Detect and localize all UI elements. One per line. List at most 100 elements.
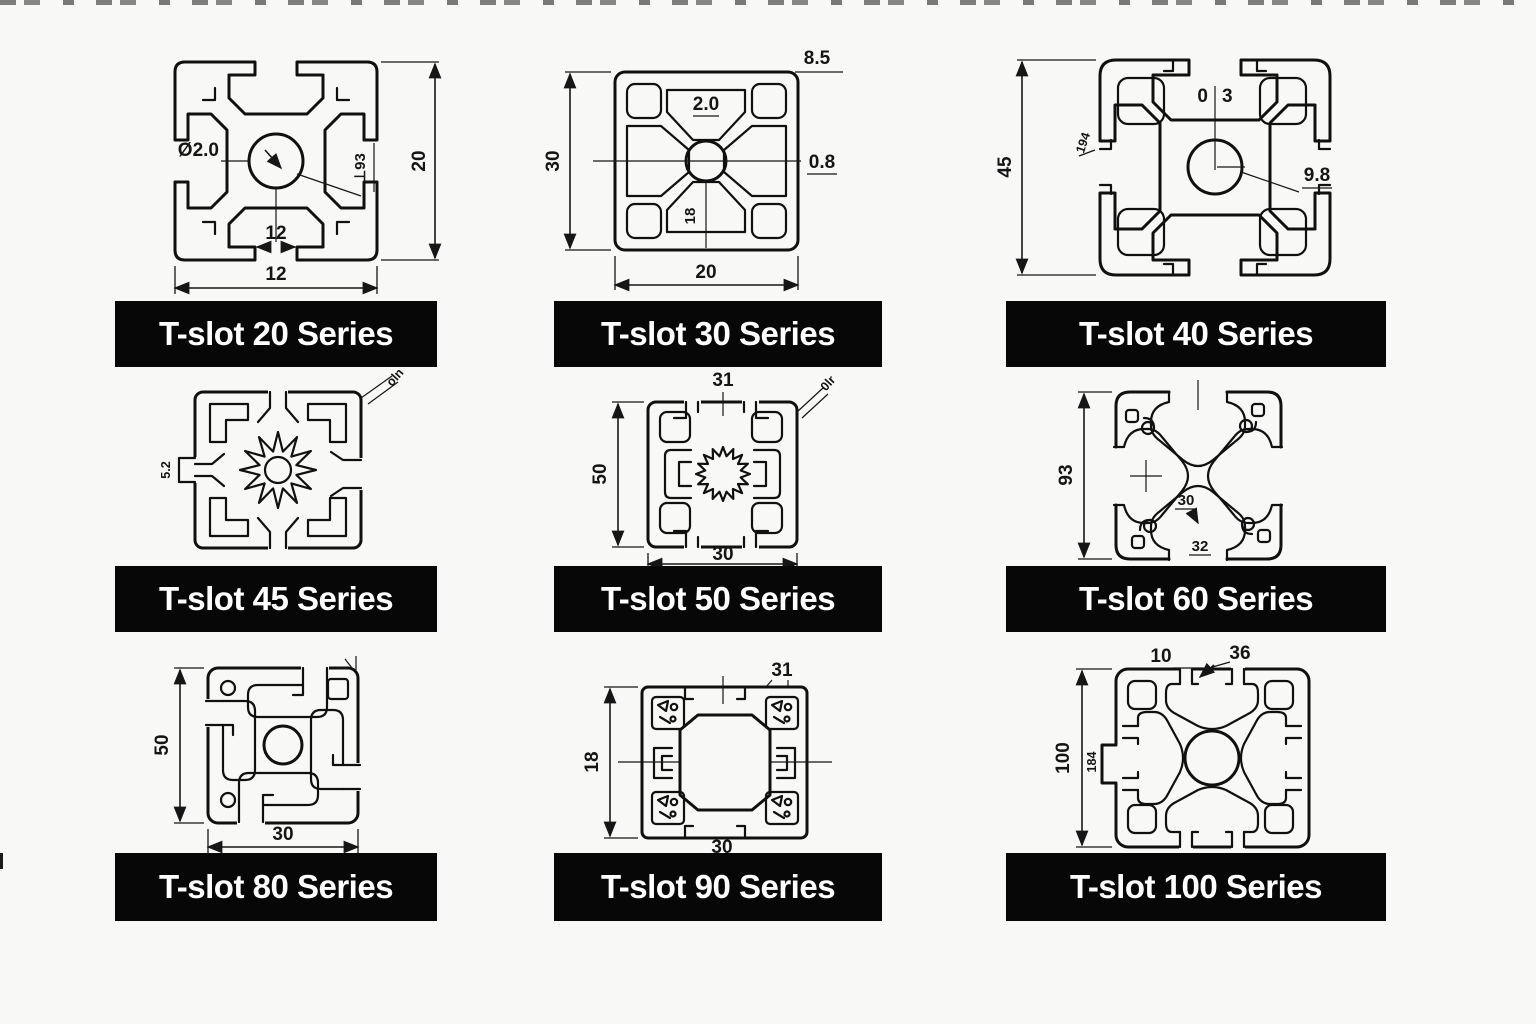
dim-width: 30 <box>272 824 293 845</box>
dimension-lines <box>173 656 360 854</box>
profile-outline <box>177 388 365 552</box>
center-bore <box>262 724 304 766</box>
dim-top-right: 36 <box>1229 643 1250 664</box>
dim-leader: oln <box>384 366 407 389</box>
series-label: T-slot 45 Series <box>158 580 394 617</box>
series-label-bar: T-slot 90 Series <box>554 853 882 921</box>
dim-width: 30 <box>712 544 733 565</box>
dimension-labels: 31 18 30 <box>582 660 793 858</box>
center-bore <box>247 132 305 190</box>
screw-hole <box>219 679 237 697</box>
profile-drawing-80: 50 30 <box>152 656 364 854</box>
dim-top: 31 <box>712 370 734 391</box>
dim-slot: 2.0 <box>693 94 719 115</box>
screw-hole <box>219 791 237 809</box>
dimension-labels: 93 30 32 <box>1056 464 1208 555</box>
dimension-labels: 20 12 12 Ø2.0 ⊥93 <box>178 140 430 285</box>
profile-drawing-30: 8.5 30 2.0 0.8 18 20 <box>543 48 843 292</box>
cropped-left-artifact <box>0 853 3 869</box>
profile-drawing-20: 20 12 12 Ø2.0 ⊥93 <box>173 60 442 295</box>
series-label-bar: T-slot 30 Series <box>554 301 882 367</box>
dim-side: 184 <box>1085 752 1099 773</box>
square-hole <box>326 677 350 701</box>
dim-inner: 18 <box>682 208 699 225</box>
dim-center-left: 0 <box>1197 86 1208 107</box>
dim-top-left: 10 <box>1150 646 1171 667</box>
star-bore <box>238 430 318 510</box>
dim-height: 18 <box>582 751 603 772</box>
dim-height: 100 <box>1053 742 1074 774</box>
bore-arrow-glyph <box>264 149 283 170</box>
dimension-lines <box>611 387 829 571</box>
series-label: T-slot 30 Series <box>600 315 836 352</box>
dim-bore: Ø2.0 <box>178 140 219 161</box>
dimension-lines <box>563 71 843 292</box>
dimension-lines <box>1077 380 1211 560</box>
dim-side: 194 <box>1073 131 1093 155</box>
cell-tslot-45: oln 5.2 T-slot 45 Series <box>115 366 437 632</box>
center-cavity <box>678 713 772 812</box>
dim-thread: ⊥93 <box>352 153 369 183</box>
dim-top: 31 <box>771 660 793 681</box>
profile-drawing-45: oln 5.2 <box>159 366 407 552</box>
spline-bore <box>694 445 752 503</box>
cell-tslot-50: 31 0lr 50 30 T-slot 50 Series <box>554 368 882 632</box>
dim-width: 12 <box>265 264 286 285</box>
dim-height: 45 <box>995 156 1016 178</box>
series-label-bar: T-slot 50 Series <box>554 566 882 632</box>
dimension-labels: 50 30 <box>152 734 294 845</box>
series-label: T-slot 50 Series <box>600 580 836 617</box>
dim-width: 32 <box>1192 538 1209 555</box>
dimension-lines <box>1075 661 1231 848</box>
dimension-labels: 45 0 3 194 9.8 <box>995 86 1330 186</box>
profile-drawing-100: 10 36 100 184 <box>1053 643 1311 851</box>
cell-tslot-40: 45 0 3 194 9.8 T-slot 40 Series <box>995 30 1386 367</box>
series-label-bar: T-slot 45 Series <box>115 566 437 632</box>
dim-slot: 12 <box>265 223 286 244</box>
dim-width: 30 <box>711 837 732 858</box>
profile-outline <box>646 398 799 550</box>
series-label-bar: T-slot 40 Series <box>1006 301 1386 367</box>
series-label: T-slot 80 Series <box>158 868 394 905</box>
series-label: T-slot 40 Series <box>1078 315 1314 352</box>
series-label-bar: T-slot 100 Series <box>1006 853 1386 921</box>
series-label: T-slot 100 Series <box>1070 868 1322 905</box>
dim-offset: 8.5 <box>804 48 831 69</box>
dimension-lines <box>603 676 832 839</box>
dim-height: 50 <box>152 734 173 755</box>
dim-center-right: 3 <box>1222 86 1233 107</box>
dim-height: 30 <box>543 150 564 171</box>
cell-tslot-90: 31 18 30 T-slot 90 Series <box>554 645 882 921</box>
series-label-bar: T-slot 60 Series <box>1006 566 1386 632</box>
dimension-labels: 8.5 30 2.0 0.8 18 20 <box>543 48 835 283</box>
cropped-top-artifact <box>0 0 1536 5</box>
profile-drawing-90: 31 18 30 <box>582 660 832 858</box>
dim-width: 20 <box>695 262 716 283</box>
profile-outline <box>1112 390 1284 562</box>
corner-boss <box>1124 402 1272 550</box>
dim-bore: 9.8 <box>1304 165 1330 186</box>
corner-ornaments <box>656 699 793 820</box>
cell-tslot-80: 50 30 T-slot 80 Series <box>115 645 437 921</box>
series-label-bar: T-slot 20 Series <box>115 301 437 367</box>
dim-inner: 30 <box>1178 492 1195 509</box>
cell-tslot-100: 10 36 100 184 T-slot 100 Series <box>1006 643 1386 921</box>
profile-drawing-40: 45 0 3 194 9.8 <box>995 58 1332 277</box>
dim-height: 93 <box>1056 464 1077 485</box>
profile-outline <box>1100 665 1311 851</box>
profile-outline <box>202 664 364 826</box>
cell-tslot-20: 20 12 12 Ø2.0 ⊥93 T-slot 20 Series <box>115 30 442 367</box>
dimension-lines <box>360 375 399 405</box>
profile-outline <box>640 685 809 840</box>
dim-wall: 0.8 <box>809 152 835 173</box>
cell-tslot-60: 93 30 32 T-slot 60 Series <box>1006 368 1386 632</box>
series-label: T-slot 60 Series <box>1078 580 1314 617</box>
dim-notch: 5.2 <box>159 461 173 478</box>
dim-height: 50 <box>590 463 611 484</box>
series-label-bar: T-slot 80 Series <box>115 853 437 921</box>
dim-height: 20 <box>409 150 430 171</box>
cell-tslot-30: 8.5 30 2.0 0.8 18 20 T-slot 30 Series <box>543 30 882 367</box>
series-label: T-slot 20 Series <box>158 315 394 352</box>
side-notch <box>1100 743 1118 785</box>
